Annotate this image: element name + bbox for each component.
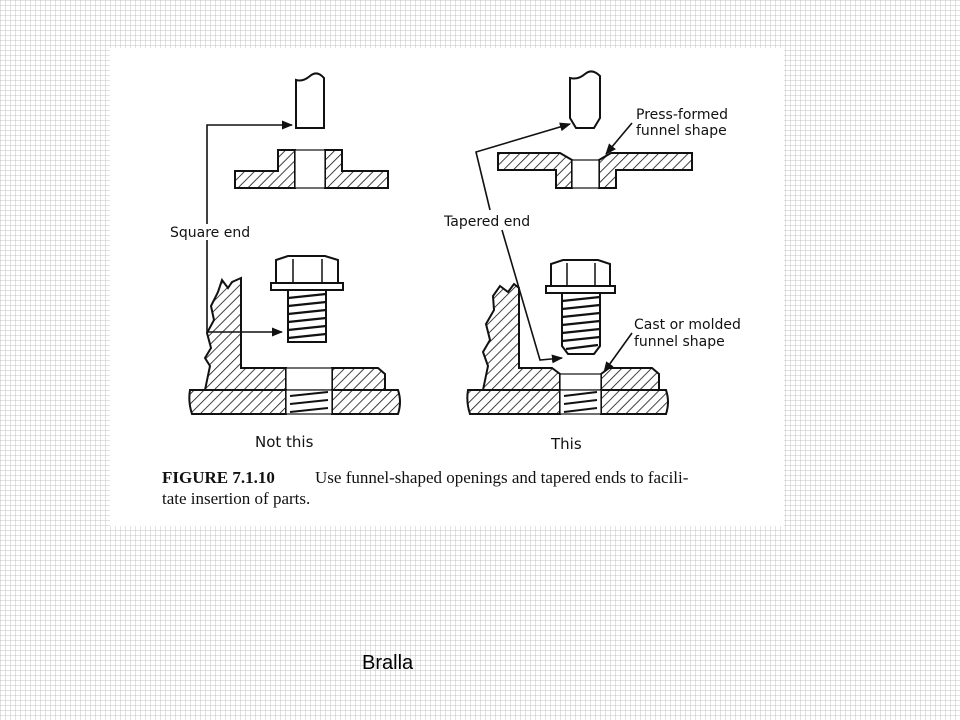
square-end-pin-drawing (295, 72, 325, 129)
caption-line2: tate insertion of parts. (162, 489, 310, 508)
not-this-label: Not this (255, 433, 314, 451)
tapered-end-label: Tapered end (443, 214, 530, 230)
footer-author: Bralla (362, 652, 414, 674)
figure-panel: Square end Not this (110, 48, 784, 526)
bolt-drawing-right (545, 259, 616, 355)
cast-molded-label-line1: Cast or molded (634, 317, 741, 333)
figure-caption: FIGURE 7.1.10 Use funnel-shaped openings… (162, 468, 689, 508)
square-end-label: Square end (170, 225, 250, 241)
press-formed-label-line1: Press-formed (636, 107, 728, 123)
tapered-end-leaders (475, 122, 572, 364)
this-label: This (550, 435, 582, 453)
press-formed-plate-drawing (497, 152, 693, 189)
base-plate-drawing-right (466, 389, 669, 415)
right-assembly: Press-formed funnel shape Tapered end Ca… (443, 70, 741, 453)
flanged-plate-drawing (234, 149, 389, 189)
press-formed-leader (605, 122, 633, 155)
cast-molded-leader (603, 332, 633, 373)
cast-molded-label-line2: funnel shape (634, 334, 725, 350)
bolt-drawing-left (270, 255, 344, 343)
press-formed-label-line2: funnel shape (636, 123, 727, 139)
square-end-leaders (206, 120, 294, 337)
tapered-end-pin-drawing (569, 70, 601, 129)
left-assembly: Square end Not this (170, 72, 401, 451)
caption-line1: Use funnel-shaped openings and tapered e… (315, 468, 689, 487)
figure-illustration: Square end Not this (162, 70, 741, 508)
base-plate-drawing-left (188, 389, 401, 415)
figure-number: FIGURE 7.1.10 (162, 468, 275, 487)
